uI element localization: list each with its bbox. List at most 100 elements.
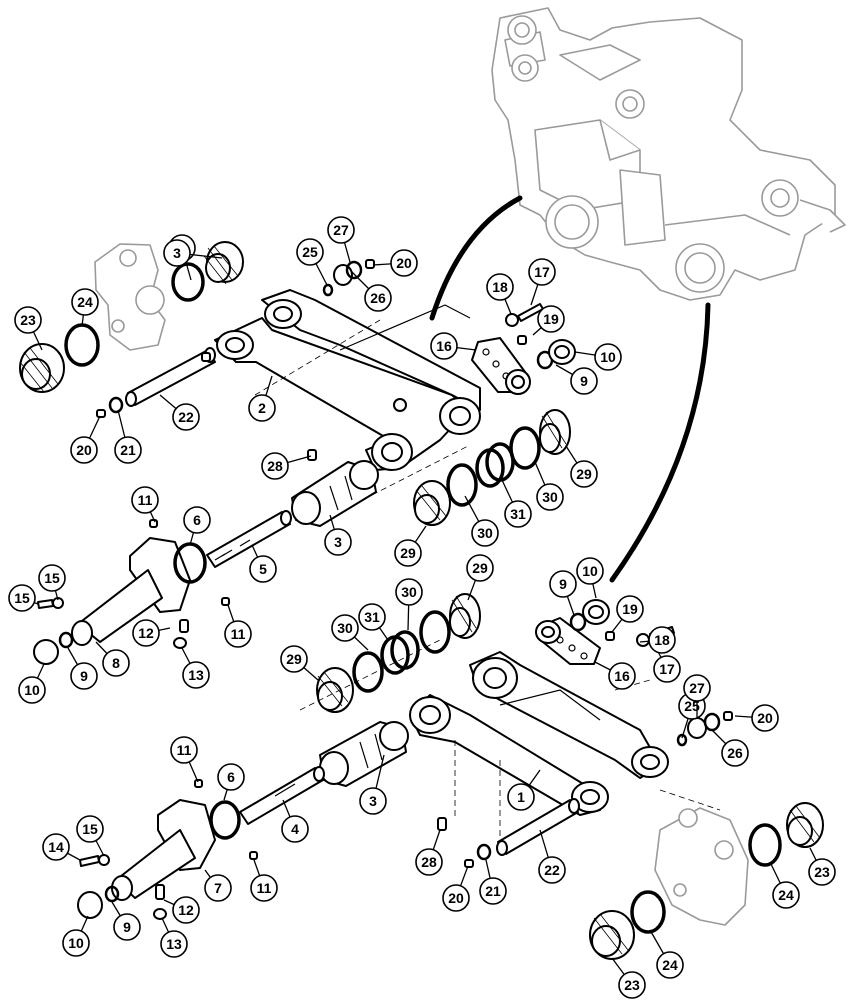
callout-number: 11: [177, 742, 192, 758]
lower-stub-axle-7: [111, 779, 258, 901]
callout-bubble: [430, 332, 458, 360]
lower-right-hub-illustration: [654, 807, 749, 926]
callout-bubble: [170, 736, 198, 764]
upper-pin-5: [206, 510, 292, 568]
callout-number: 29: [400, 545, 416, 561]
callout-bubble: [772, 881, 800, 909]
callout-number: 3: [334, 534, 342, 550]
callout-bubble: [163, 239, 191, 267]
callout-11: 11: [131, 486, 159, 523]
lower-small-parts-right: [676, 711, 733, 747]
callout-number: 23: [20, 312, 36, 328]
callout-bubble: [504, 500, 532, 528]
callout-number: 17: [534, 264, 550, 280]
callout-bubble: [507, 783, 535, 811]
callout-number: 14: [48, 839, 64, 855]
callout-number: 9: [580, 373, 588, 389]
callout-22: 22: [538, 829, 566, 884]
upper-link-plate-assembly: [471, 303, 576, 395]
callout-number: 25: [302, 244, 318, 260]
callout-bubble: [359, 787, 387, 815]
callout-number: 18: [492, 279, 508, 295]
lower-left-fasteners: [77, 854, 167, 920]
callout-bubble: [261, 452, 289, 480]
callout-number: 29: [286, 651, 302, 667]
callout-bubble: [160, 930, 188, 958]
callout-bubble: [70, 662, 98, 690]
callout-bubble: [102, 649, 130, 677]
callout-bubble: [466, 554, 494, 582]
callout-number: 16: [614, 668, 630, 684]
callout-3: 3: [324, 514, 352, 556]
callout-bubble: [224, 620, 252, 648]
upper-left-fasteners: [33, 597, 189, 665]
callout-number: 20: [76, 442, 92, 458]
callout-number: 15: [14, 590, 30, 606]
callout-number: 3: [173, 245, 181, 261]
callout-number: 10: [600, 349, 616, 365]
callout-number: 15: [44, 570, 60, 586]
callout-bubble: [570, 367, 598, 395]
callout-bubble: [131, 486, 159, 514]
callout-7: 7: [204, 869, 232, 902]
callout-bubble: [18, 676, 46, 704]
callout-18: 18: [486, 273, 514, 315]
callout-12: 12: [163, 896, 200, 924]
callout-number: 12: [138, 625, 154, 641]
callout-number: 24: [77, 294, 93, 310]
callout-15: 15: [8, 584, 39, 612]
callout-17: 17: [651, 639, 681, 683]
callout-number: 22: [544, 862, 560, 878]
callout-number: 12: [178, 902, 194, 918]
callout-bubble: [324, 528, 352, 556]
callout-bubble: [576, 557, 604, 585]
upper-arm-2: [214, 289, 481, 471]
upper-bushing-3: [291, 449, 379, 527]
callout-bubble: [42, 833, 70, 861]
callout-bubble: [549, 570, 577, 598]
callout-number: 6: [193, 512, 201, 528]
callout-26: 26: [711, 729, 749, 767]
callout-number: 13: [166, 936, 182, 952]
callout-bubble: [71, 288, 99, 316]
callout-24: 24: [71, 288, 99, 327]
callout-bubble: [62, 929, 90, 957]
lower-pin-4: [239, 766, 325, 825]
callout-2: 2: [248, 375, 276, 422]
callout-10: 10: [576, 557, 604, 599]
callout-30: 30: [395, 578, 423, 631]
callout-24: 24: [649, 929, 684, 979]
callout-number: 27: [689, 680, 705, 696]
callout-bubble: [183, 506, 211, 534]
callout-22: 22: [159, 394, 200, 431]
callout-number: 2: [258, 400, 266, 416]
callout-5: 5: [249, 544, 277, 583]
callout-4: 4: [281, 799, 309, 843]
callout-bubble: [653, 655, 681, 683]
callout-number: 30: [477, 525, 493, 541]
callout-10: 10: [574, 343, 622, 371]
callout-bubble: [250, 874, 278, 902]
lower-arm-1: [409, 651, 669, 816]
callout-10: 10: [18, 663, 46, 704]
callout-number: 10: [24, 682, 40, 698]
callout-bubble: [296, 238, 324, 266]
callout-number: 6: [227, 769, 235, 785]
callout-29: 29: [466, 554, 494, 601]
callout-number: 3: [369, 793, 377, 809]
callout-bubble: [204, 874, 232, 902]
upper-right-bearing-set: [413, 409, 571, 526]
callout-29: 29: [565, 445, 598, 488]
callout-28: 28: [261, 452, 312, 480]
callout-29: 29: [394, 525, 427, 567]
callout-21: 21: [479, 859, 507, 905]
callout-number: 24: [662, 957, 678, 973]
callout-19: 19: [532, 305, 565, 336]
lower-pin-22: [437, 798, 580, 868]
callout-bubble: [442, 884, 470, 912]
callout-23: 23: [808, 847, 836, 886]
callout-20: 20: [734, 704, 779, 732]
callout-number: 26: [370, 290, 386, 306]
callout-bubble: [70, 436, 98, 464]
